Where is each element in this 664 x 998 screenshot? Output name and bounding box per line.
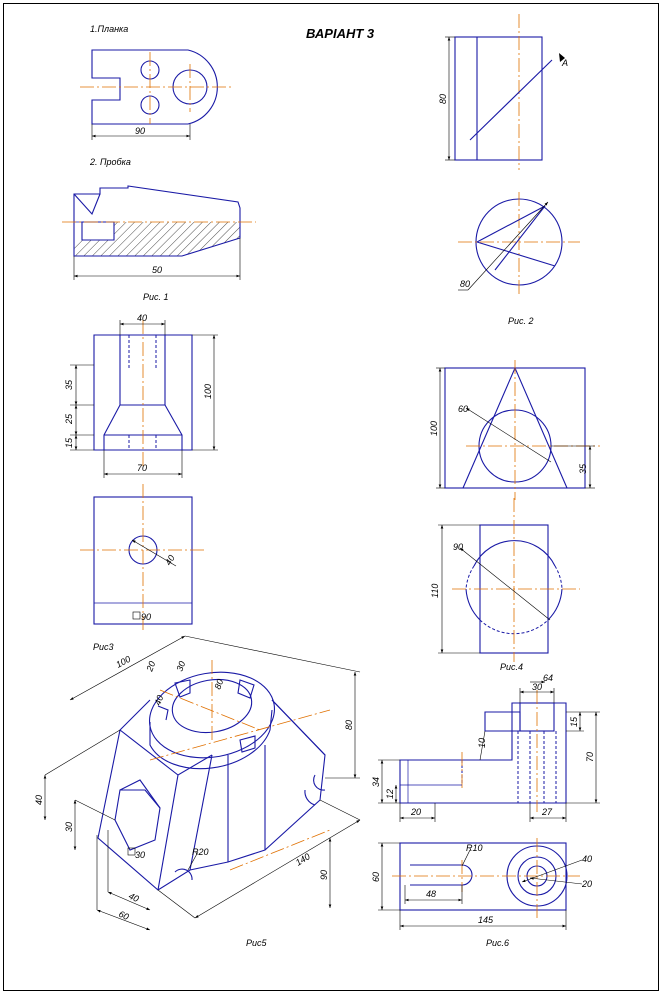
fig5-dim-d80: 80 (212, 678, 225, 691)
fig4-dim-height-bottom: 110 (430, 584, 440, 598)
fig3-dim-top-width: 40 (137, 313, 147, 323)
fig6-dim-70: 70 (585, 752, 595, 762)
fig5-dim-30-top: 30 (174, 660, 187, 673)
fig3-dim-15: 15 (64, 437, 74, 448)
fig5-dim-40-bottom: 40 (127, 891, 140, 904)
fig1-plate-drawing: 1.Планка 90 2. Пробка (80, 24, 232, 167)
fig6-caption: Рис.6 (486, 938, 509, 948)
sheet-title: ВАРІАНТ 3 (306, 26, 375, 41)
fig6-dim-r10: R10 (466, 843, 483, 853)
fig2-dim-height: 80 (438, 94, 448, 104)
fig4-drawing: 60 100 35 90 110 Рис.4 (429, 360, 600, 672)
fig3-dim-25: 25 (64, 413, 74, 425)
fig2-point-label: A (561, 58, 568, 68)
fig6-dim-d64: 64 (543, 673, 553, 683)
fig1-caption: Рис. 1 (143, 292, 169, 302)
fig1-dim-plug-length: 50 (152, 265, 162, 275)
fig6-dim-48: 48 (426, 889, 436, 899)
fig5-dim-80: 80 (344, 720, 354, 730)
fig4-dim-sphere-top: 60 (458, 404, 468, 414)
fig5-dim-90: 90 (319, 870, 329, 880)
fig6-dim-145: 145 (478, 915, 494, 925)
fig5-caption: Рис5 (246, 938, 268, 948)
fig6-dim-d20: 20 (581, 879, 592, 889)
fig5-dim-20: 20 (144, 660, 157, 674)
fig6-dim-60: 60 (371, 872, 381, 882)
sheet-frame (3, 3, 659, 991)
fig6-dim-20: 20 (410, 807, 421, 817)
fig3-dim-hole: 40 (163, 553, 177, 567)
fig5-drawing: 30 R20 100 20 30 80 40 80 40 30 40 (34, 635, 361, 948)
fig3-caption: Рис3 (93, 642, 114, 652)
fig6-dim-12: 12 (385, 789, 395, 799)
fig1-part1-label: 1.Планка (90, 24, 128, 34)
fig6-dim-d40: 40 (582, 854, 592, 864)
fig6-dim-30: 30 (532, 682, 542, 692)
fig1-dim-plate-length: 90 (135, 126, 145, 136)
fig3-dim-height: 100 (203, 384, 213, 399)
fig5-dim-100: 100 (114, 654, 132, 670)
fig5-dim-30: 30 (64, 822, 74, 832)
fig6-dim-15: 15 (569, 716, 579, 727)
fig2-drawing: A 80 80 Рис. 2 (438, 14, 580, 326)
fig4-dim-35: 35 (578, 463, 588, 474)
fig5-dim-40: 40 (34, 795, 44, 805)
fig6-dim-27: 27 (541, 807, 553, 817)
fig1-part2-label: 2. Пробка (89, 157, 131, 167)
fig5-dim-140: 140 (294, 851, 312, 867)
fig4-dim-sphere-bottom: 90 (453, 542, 463, 552)
fig2-dim-diameter: 80 (460, 279, 470, 289)
fig2-caption: Рис. 2 (508, 316, 534, 326)
fig5-dim-60: 60 (117, 909, 130, 922)
fig5-dim-r20: R20 (192, 847, 209, 857)
fig6-drawing: 30 64 15 70 10 34 12 20 27 R (371, 673, 600, 948)
fig3-dim-base-width: 70 (137, 463, 147, 473)
fig6-dim-10: 10 (477, 738, 487, 748)
fig3-dim-35: 35 (64, 379, 74, 390)
fig4-caption: Рис.4 (500, 662, 523, 672)
fig5-dim-square: 30 (135, 850, 145, 860)
fig4-dim-height-top: 100 (429, 421, 439, 436)
fig3-drawing: 40 35 25 15 100 70 40 90 Рис3 (64, 313, 218, 652)
fig1-plug-drawing: 50 Рис. 1 (62, 185, 256, 302)
fig3-dim-square: 90 (141, 612, 151, 622)
fig5-dim-d40: 40 (152, 694, 165, 707)
fig6-dim-34: 34 (371, 777, 381, 787)
